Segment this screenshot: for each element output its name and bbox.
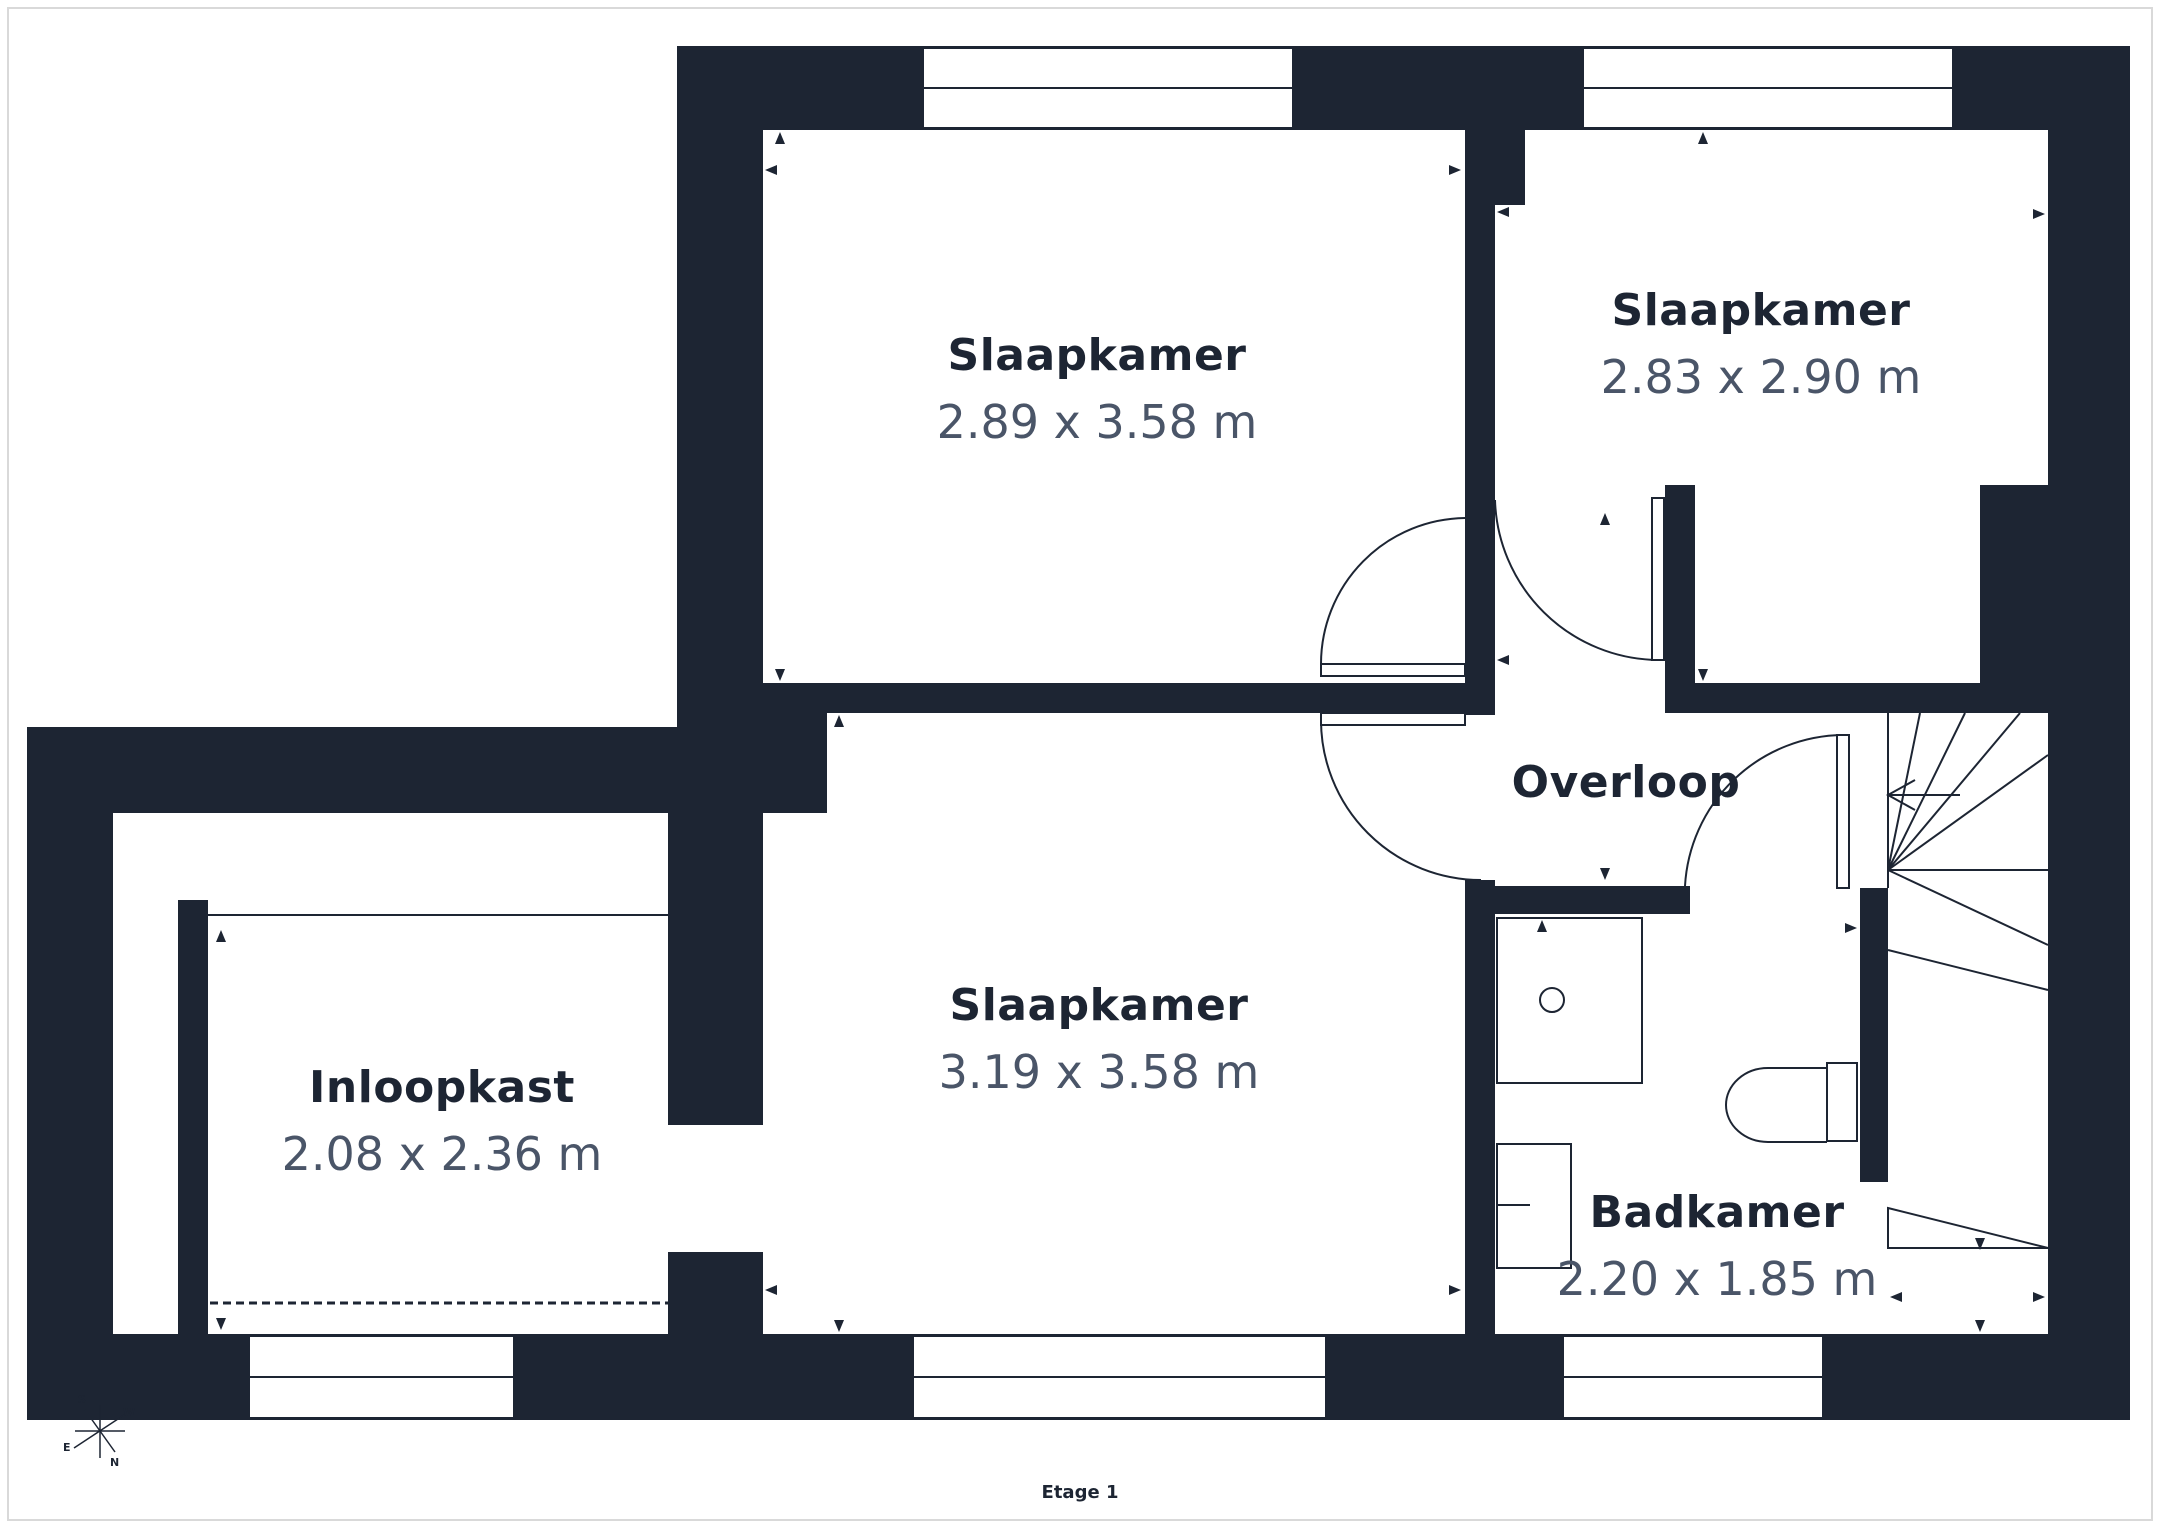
room-dims-bedroom-2: 2.83 x 2.90 m xyxy=(1600,350,1922,404)
room-name-walk-in-closet: Inloopkast xyxy=(309,1062,575,1113)
room-name-bathroom: Badkamer xyxy=(1589,1187,1845,1238)
room-name-landing: Overloop xyxy=(1511,757,1741,808)
room-dims-walk-in-closet: 2.08 x 2.36 m xyxy=(281,1127,603,1181)
bathroom-fixtures xyxy=(1496,917,2049,1269)
compass-icon xyxy=(73,1405,125,1458)
stairs xyxy=(1885,712,2049,991)
windows xyxy=(248,47,1954,1419)
floor-label: Etage 1 xyxy=(1041,1482,1119,1503)
room-name-bedroom-3: Slaapkamer xyxy=(949,980,1249,1031)
compass-n: N xyxy=(110,1456,120,1469)
room-name-bedroom-1: Slaapkamer xyxy=(947,330,1247,381)
closet-rail xyxy=(193,914,668,1305)
room-dims-bedroom-3: 3.19 x 3.58 m xyxy=(938,1045,1260,1099)
dimension-markers xyxy=(216,132,2045,1332)
bathtub-slope xyxy=(1887,1206,2049,1249)
compass-e: E xyxy=(63,1441,71,1454)
room-dims-bedroom-1: 2.89 x 3.58 m xyxy=(936,395,1258,449)
compass-s: S xyxy=(78,1393,86,1406)
toilet-bowl xyxy=(1725,1067,1827,1143)
compass-w: W xyxy=(123,1406,136,1419)
toilet-tank xyxy=(1826,1062,1858,1142)
shower-tray xyxy=(1496,917,1643,1084)
doors xyxy=(1320,497,1850,889)
room-dims-bathroom: 2.20 x 1.85 m xyxy=(1556,1252,1878,1306)
room-name-bedroom-2: Slaapkamer xyxy=(1611,285,1911,336)
shower-drain xyxy=(1539,987,1565,1013)
page-border xyxy=(7,7,2153,1521)
